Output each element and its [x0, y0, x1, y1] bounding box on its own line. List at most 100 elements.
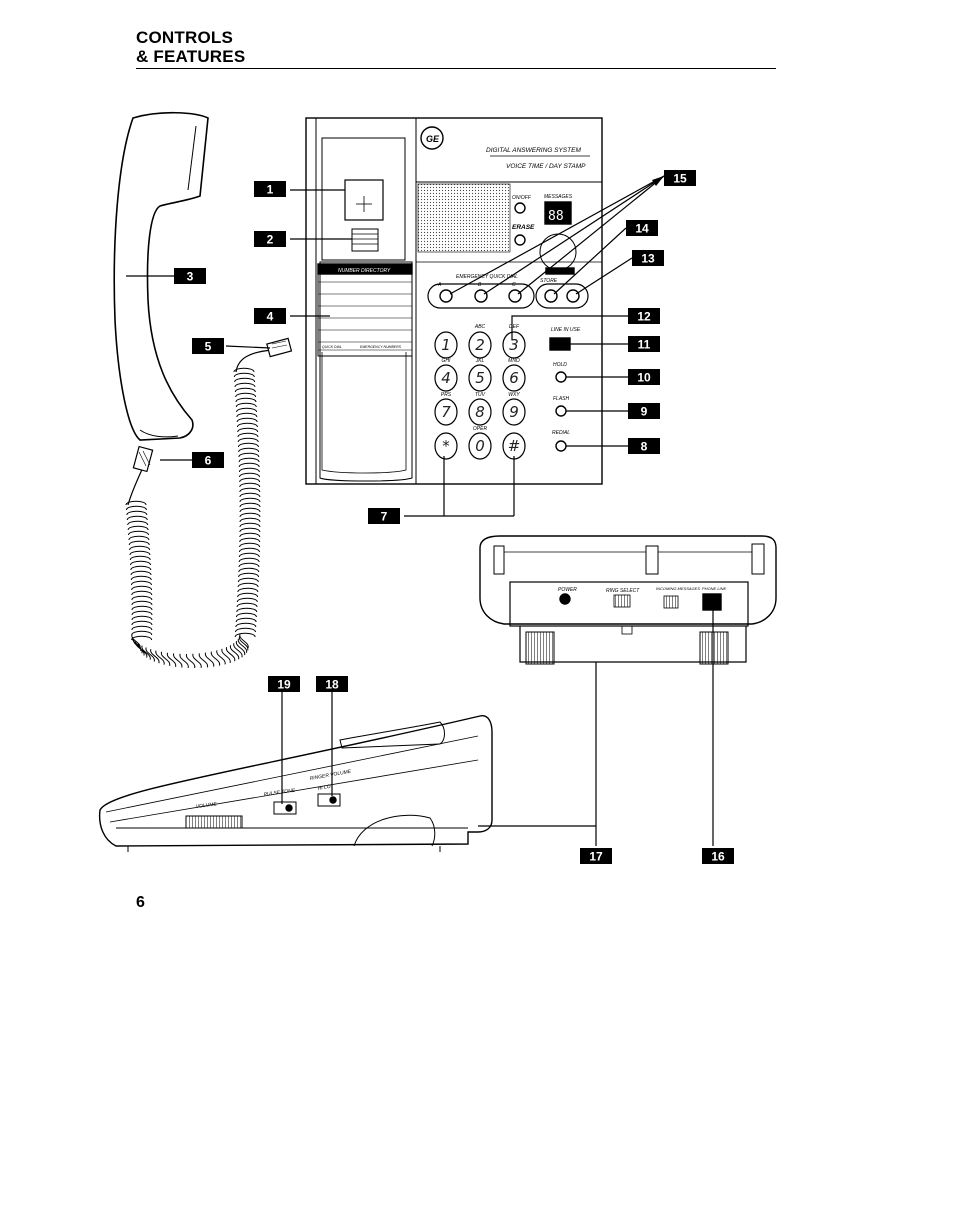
- keypad-key-1: 1: [434, 331, 458, 359]
- callout-number: 9: [641, 405, 648, 419]
- callout-number: 10: [637, 371, 651, 385]
- redial-label: REDIAL: [552, 430, 570, 436]
- callout-12: 12: [628, 308, 660, 324]
- callout-box: [626, 220, 658, 236]
- modular-plug-bottom: [132, 445, 154, 473]
- callout-box: [580, 848, 612, 864]
- callout-box: [664, 170, 696, 186]
- keypad-key-6: 6: [502, 364, 526, 392]
- volume-label: VOLUME: [196, 801, 218, 810]
- phone-line-label: PHONE LINE: [702, 586, 727, 591]
- key-letters: TUV: [475, 392, 486, 398]
- callout-number: 17: [589, 850, 603, 864]
- keypad-key-pound: #: [502, 432, 526, 460]
- callout-number: 2: [267, 233, 274, 247]
- keypad-key-3: 3: [502, 331, 526, 359]
- on-off-label: ON/OFF: [512, 195, 532, 201]
- callout-11: 11: [628, 336, 660, 352]
- flash-label: FLASH: [553, 396, 570, 402]
- key-letters: ABC: [474, 324, 486, 330]
- key-cap: [434, 331, 458, 359]
- emergency-numbers-label: EMERGENCY NUMBERS: [360, 345, 402, 349]
- callout-box: [254, 231, 286, 247]
- callout-number: 3: [187, 270, 194, 284]
- callout-box: [316, 676, 348, 692]
- callout-10: 10: [628, 369, 660, 385]
- key-digit: #: [508, 437, 521, 455]
- callout-8: 8: [628, 438, 660, 454]
- number-directory-label: NUMBER DIRECTORY: [338, 268, 391, 274]
- coiled-cord: [127, 349, 273, 506]
- keypad-key-4: 4: [434, 364, 458, 392]
- callout-4: 4: [254, 308, 286, 324]
- callout-box: [628, 403, 660, 419]
- pulse-tone-label: PULSE TONE: [263, 788, 296, 798]
- callout-number: 8: [641, 440, 648, 454]
- power-label: POWER: [558, 587, 577, 593]
- keypad-key-8: 8: [468, 398, 492, 426]
- message-count: 88: [548, 209, 564, 224]
- callout-number: 12: [637, 310, 651, 324]
- callout-box: [268, 676, 300, 692]
- emergency-quick-dial-label: EMERGENCY QUICK DIAL: [456, 274, 518, 280]
- key-cap: [502, 364, 526, 392]
- keypad-key-7: 7: [434, 398, 458, 426]
- phone-printed-text: GE DIGITAL ANSWERING SYSTEM VOICE TIME /…: [322, 134, 586, 436]
- ringer-volume-label: RINGER VOLUME: [309, 769, 352, 782]
- key-digit: 8: [475, 403, 485, 421]
- heading-rule: [136, 68, 776, 69]
- callout-box: [192, 338, 224, 354]
- callout-number: 18: [325, 678, 339, 692]
- key-cap: [502, 398, 526, 426]
- key-letters: PRS: [441, 392, 452, 398]
- callout-16: 16: [702, 848, 734, 864]
- cord-coil-strands: [125, 367, 261, 641]
- key-cap: [434, 364, 458, 392]
- callout-number: 11: [638, 338, 651, 352]
- callout-17: 17: [580, 848, 612, 864]
- keypad-key-star: *: [434, 432, 458, 460]
- callout-number: 5: [205, 340, 212, 354]
- key-letters: OPER: [473, 426, 488, 432]
- modular-plug-top: [266, 337, 293, 358]
- key-digit: 1: [441, 336, 451, 354]
- memory-c-label: C: [512, 282, 516, 288]
- brand-logo-text: GE: [426, 134, 440, 144]
- callout-number: 7: [381, 510, 388, 524]
- key-letters: JKL: [475, 358, 485, 364]
- callout-box: [192, 452, 224, 468]
- phone-side-view: [98, 715, 493, 852]
- hi-lo-label: HI LO: [317, 784, 331, 792]
- memory-a-label: A: [437, 282, 442, 288]
- callout-number: 1: [267, 183, 274, 197]
- key-digit: 4: [441, 369, 451, 387]
- callout-2: 2: [254, 231, 286, 247]
- key-digit: 0: [475, 437, 485, 455]
- store-label: STORE: [540, 278, 558, 284]
- callout-14: 14: [626, 220, 658, 236]
- key-letters: WXY: [508, 392, 520, 398]
- callout-box: [628, 336, 660, 352]
- key-cap: [502, 331, 526, 359]
- cord-coils: [125, 367, 261, 669]
- phone-base-front: [305, 117, 603, 485]
- key-cap: [468, 364, 492, 392]
- keypad-key-5: 5: [468, 364, 492, 392]
- callout-number: 13: [641, 252, 655, 266]
- callout-19: 19: [268, 676, 300, 692]
- handset: [113, 111, 209, 441]
- key-letters: GHI: [442, 358, 452, 364]
- key-cap: [468, 432, 492, 460]
- key-digit: 7: [441, 403, 451, 421]
- key-digit: 9: [509, 403, 519, 421]
- key-letters: MNO: [508, 358, 520, 364]
- callout-7: 7: [368, 508, 400, 524]
- heading-line-1: CONTROLS: [136, 28, 233, 47]
- callout-number: 14: [635, 222, 649, 236]
- key-digit: 6: [509, 369, 519, 387]
- page-number: 6: [136, 894, 145, 911]
- memory-b-label: B: [478, 282, 482, 288]
